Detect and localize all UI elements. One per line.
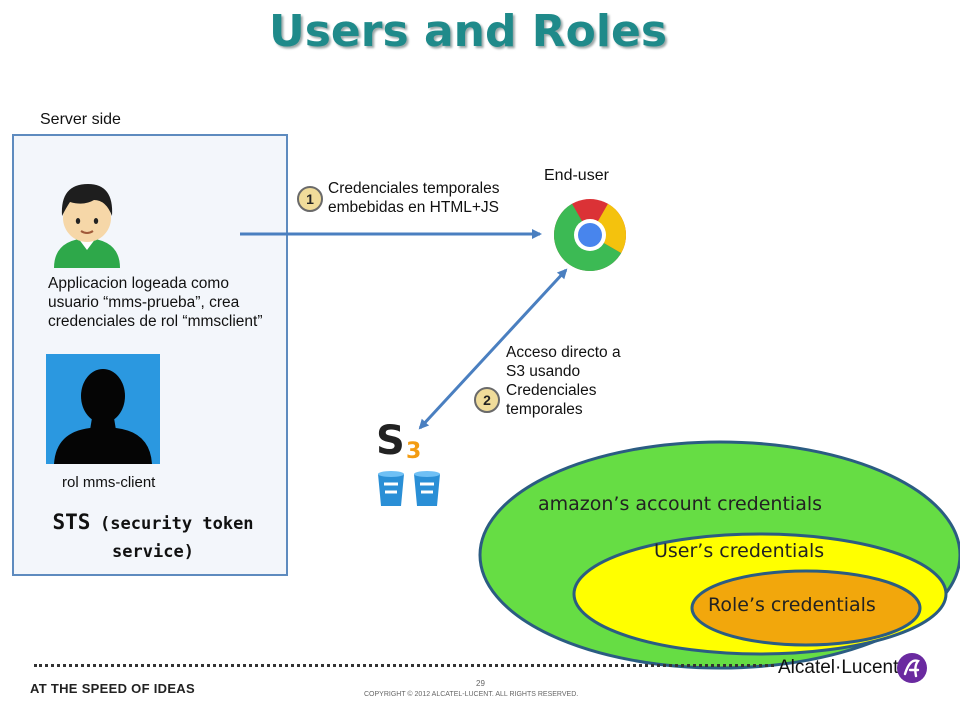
page-number: 29 — [476, 679, 485, 688]
svg-text:3: 3 — [406, 439, 421, 464]
slide-title: Users and Roles — [268, 6, 668, 57]
footer-tagline: AT THE SPEED OF IDEAS — [30, 681, 195, 696]
browser-icon — [554, 199, 626, 272]
copyright-notice: COPYRIGHT © 2012 ALCATEL-LUCENT. ALL RIG… — [364, 691, 579, 698]
s3-bucket-icon: S 3 — [376, 418, 440, 506]
role-label: rol mms-client — [62, 474, 156, 491]
step-1-description: Credenciales temporales embebidas en HTM… — [328, 180, 500, 216]
sts-subtitle: (security token — [100, 514, 254, 534]
footer-divider — [34, 664, 774, 667]
application-description: Applicacion logeada como usuario “mms-pr… — [48, 275, 263, 330]
amazon-credentials-label: amazon’s account credentials — [538, 493, 823, 515]
svg-text:S: S — [376, 418, 405, 464]
role-avatar — [46, 354, 160, 464]
role-credentials-ellipse — [690, 569, 922, 647]
sts-caption: STS (security token service) — [22, 508, 284, 566]
sts-title: STS — [52, 510, 91, 534]
user-credentials-label: User’s credentials — [654, 540, 825, 562]
sts-subtitle-continued: service) — [112, 542, 194, 562]
step-2-description: Acceso directo a S3 usando Credenciales … — [506, 344, 621, 418]
step-1-badge: 1 — [297, 186, 323, 212]
brand-name: Alcatel·Lucent — [778, 657, 899, 678]
arrow-step-2 — [418, 268, 568, 430]
alcatel-lucent-logo — [897, 653, 927, 683]
step-2-badge: 2 — [474, 387, 500, 413]
role-credentials-label: Role’s credentials — [708, 594, 876, 616]
user-avatar-icon — [54, 184, 120, 268]
server-side-label: Server side — [40, 111, 121, 128]
end-user-label: End-user — [544, 167, 609, 184]
silhouette-icon — [54, 369, 152, 464]
